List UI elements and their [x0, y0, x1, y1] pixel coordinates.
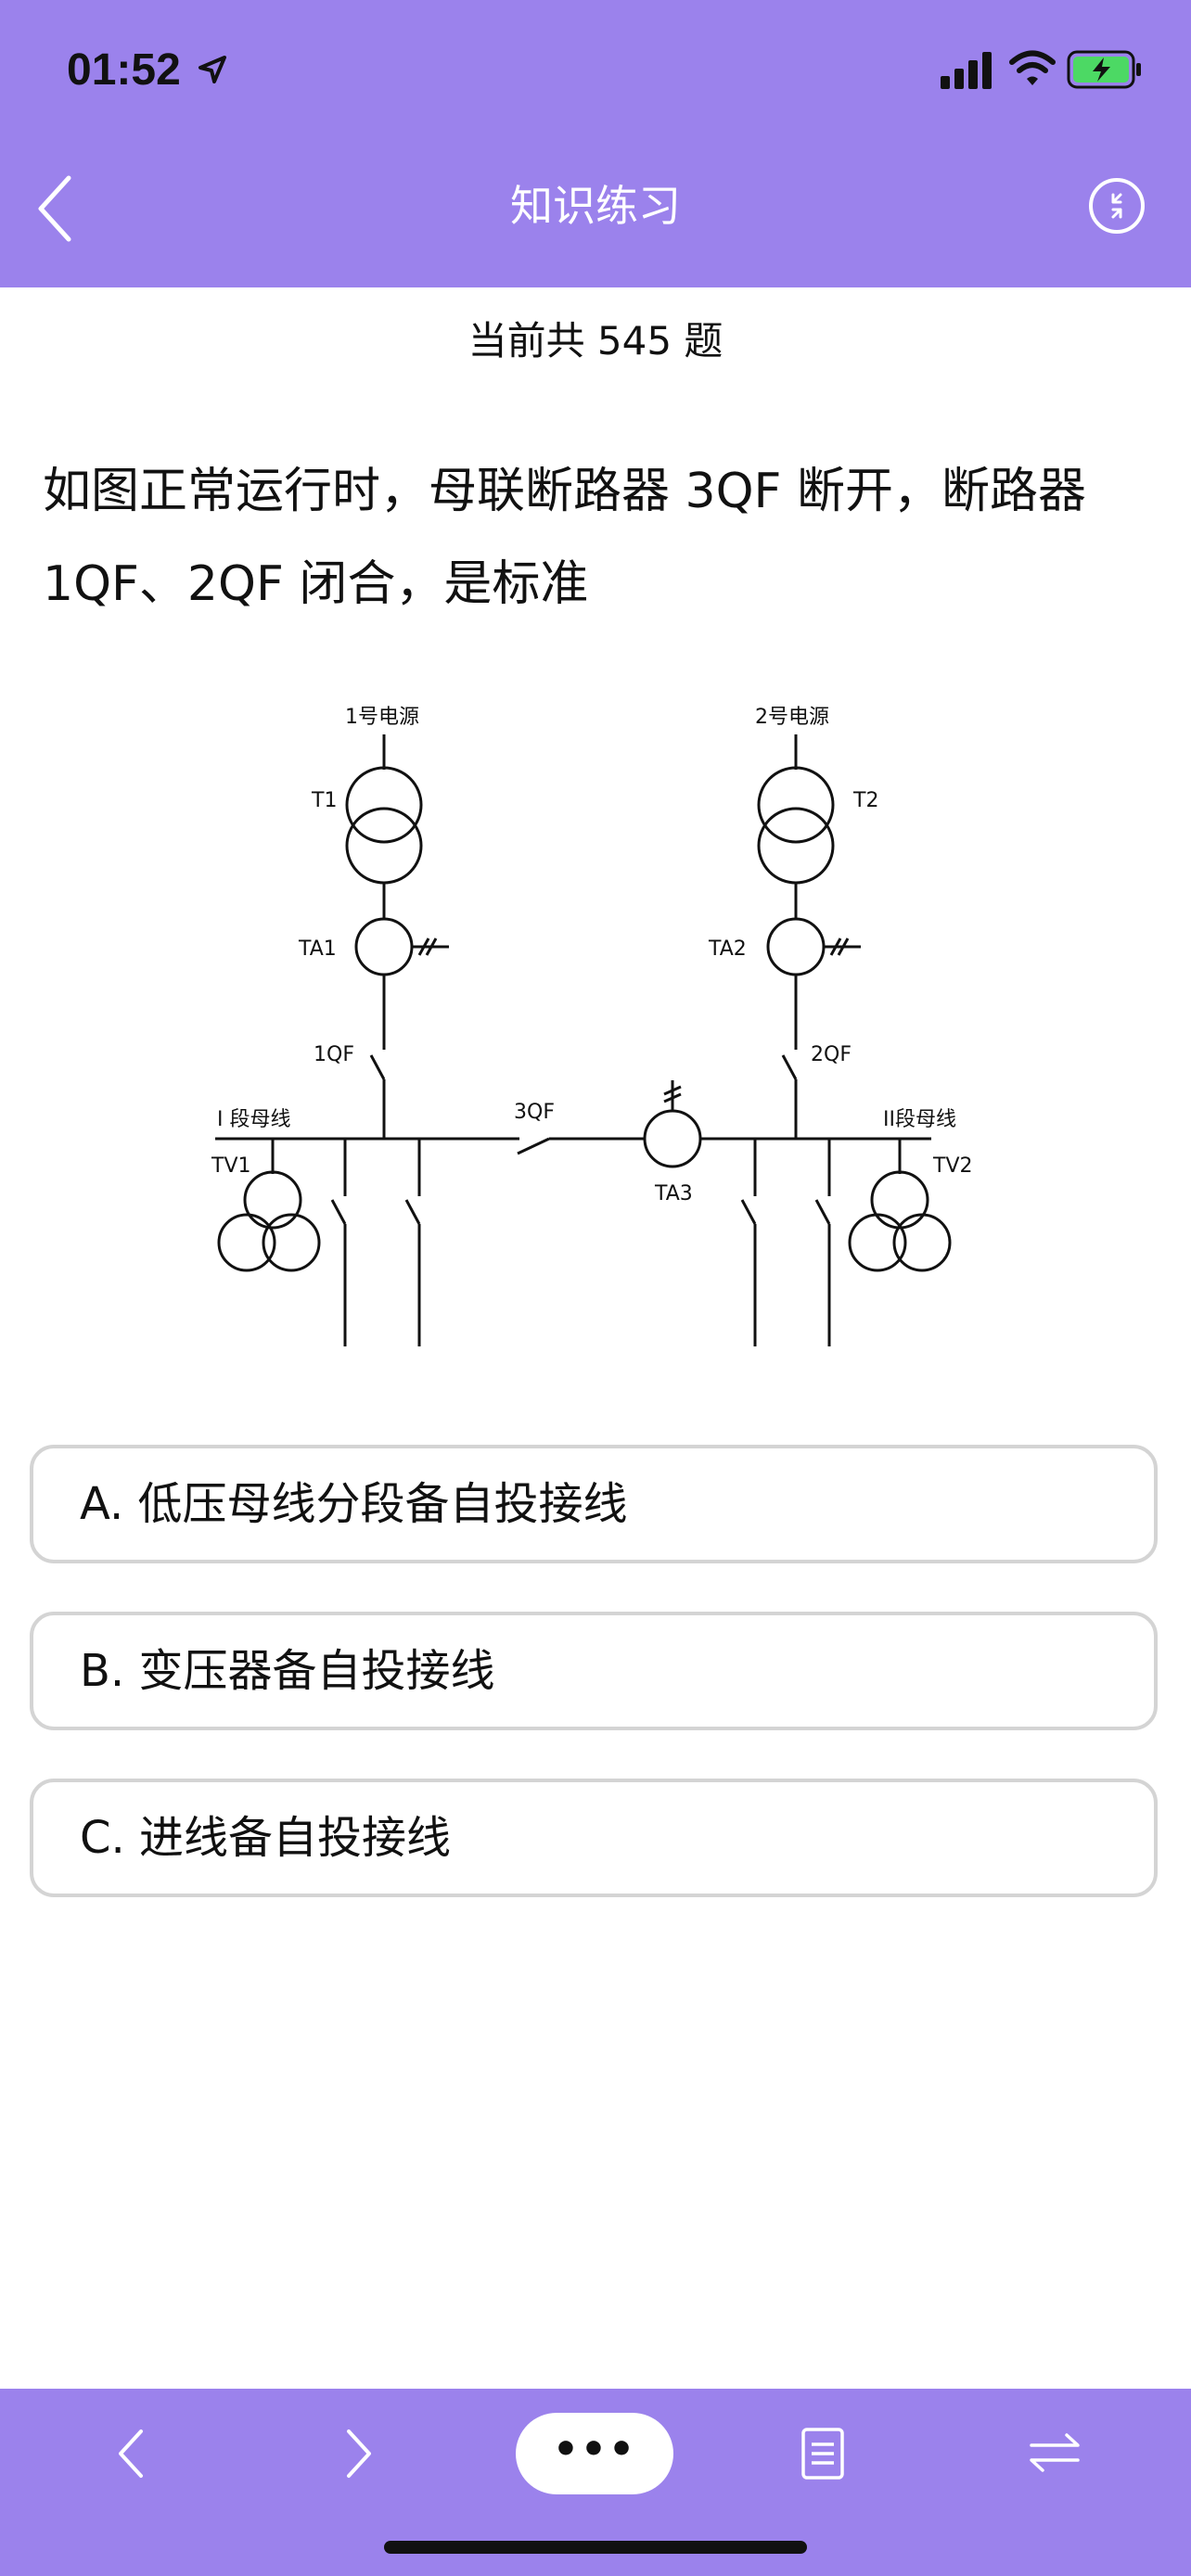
status-time: 01:52 [67, 45, 181, 95]
option-b[interactable]: B. 变压器备自投接线 [30, 1612, 1158, 1730]
label-bus1: I 段母线 [217, 1108, 290, 1131]
back-button[interactable] [28, 167, 83, 250]
label-3qf: 3QF [514, 1101, 555, 1124]
label-tv1: TV1 [211, 1154, 251, 1178]
label-tv2: TV2 [932, 1154, 973, 1178]
page-title: 知识练习 [510, 181, 681, 231]
question-line-2: 1QF、2QF 闭合，是标准 [43, 556, 589, 612]
location-arrow-icon [198, 56, 226, 83]
exit-circle-icon[interactable] [1087, 176, 1146, 236]
battery-charging-icon [1067, 50, 1141, 89]
option-a-label: A. 低压母线分段备自投接线 [80, 1478, 628, 1530]
question-text: 如图正常运行时，母联断路器 3QF 断开，断路器 1QF、2QF 闭合，是标准 [43, 445, 1156, 631]
switch-icon[interactable] [1028, 2429, 1082, 2476]
more-icon: ••• [552, 2426, 637, 2473]
home-indicator [384, 2541, 807, 2554]
option-b-label: B. 变压器备自投接线 [80, 1645, 495, 1697]
label-t1: T1 [311, 789, 337, 812]
header: 01:52 知识练习 [0, 0, 1191, 287]
label-source1: 1号电源 [345, 706, 419, 729]
question-line-1: 如图正常运行时，母联断路器 3QF 断开，断路器 [43, 464, 1086, 519]
question-count: 当前共 545 题 [467, 318, 724, 363]
option-c[interactable]: C. 进线备自投接线 [30, 1779, 1158, 1897]
more-button[interactable]: ••• [516, 2413, 673, 2494]
label-ta1: TA1 [298, 937, 337, 961]
label-bus2: II段母线 [883, 1108, 956, 1131]
label-ta2: TA2 [708, 937, 747, 961]
wifi-icon [1009, 50, 1056, 85]
prev-icon[interactable] [109, 2424, 154, 2483]
wiring-diagram: 1号电源 2号电源 T1 T2 TA1 TA2 1QF 2QF 3QF I 段母… [211, 706, 973, 1346]
answer-sheet-icon[interactable] [800, 2426, 846, 2481]
option-c-label: C. 进线备自投接线 [80, 1812, 452, 1864]
label-2qf: 2QF [811, 1043, 852, 1066]
option-a[interactable]: A. 低压母线分段备自投接线 [30, 1445, 1158, 1563]
label-1qf: 1QF [314, 1043, 354, 1066]
label-t2: T2 [852, 789, 878, 812]
next-icon[interactable] [336, 2424, 380, 2483]
label-source2: 2号电源 [755, 706, 829, 729]
signal-bars-icon [941, 52, 992, 89]
bottom-toolbar: ••• [0, 2389, 1191, 2576]
label-ta3: TA3 [654, 1182, 693, 1205]
